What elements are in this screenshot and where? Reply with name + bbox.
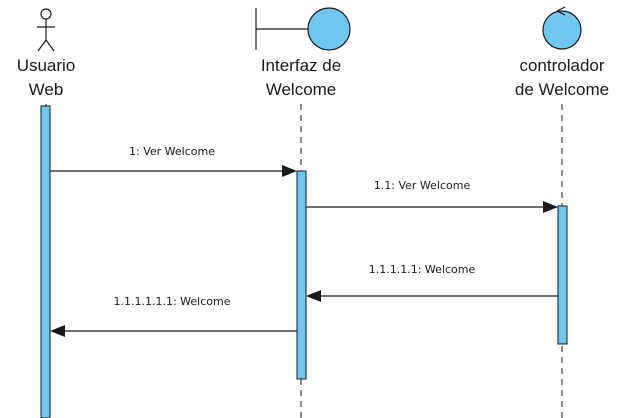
- boundary-icon: [255, 7, 351, 51]
- activation-bar: [40, 105, 51, 418]
- message-4: 1.1.1.1.1.1: Welcome: [50, 295, 297, 337]
- control-icon: [542, 6, 582, 50]
- actor-stick-figure-icon: [37, 8, 55, 52]
- activation-bar: [557, 205, 568, 345]
- participant-label-line2: Web: [29, 80, 64, 99]
- participant-controlador-de-welcome: controlador de Welcome: [515, 6, 609, 418]
- arrowhead-icon: [50, 325, 65, 337]
- message-2: 1.1: Ver Welcome: [306, 179, 558, 213]
- activation-bar: [296, 170, 307, 380]
- participant-label-line2: Welcome: [266, 80, 337, 99]
- arrowhead-icon: [282, 165, 297, 177]
- message-1: 1: Ver Welcome: [50, 145, 297, 177]
- participant-label-line2: de Welcome: [515, 80, 609, 99]
- message-label: 1.1: Ver Welcome: [374, 179, 471, 192]
- participant-label-line1: controlador: [519, 56, 604, 75]
- arrowhead-icon: [306, 290, 321, 302]
- participant-label-line1: Usuario: [17, 56, 76, 75]
- participant-usuario-web: Usuario Web: [17, 8, 76, 418]
- message-label: 1: Ver Welcome: [129, 145, 215, 158]
- participant-label-line1: Interfaz de: [261, 56, 341, 75]
- message-label: 1.1.1.1.1.1: Welcome: [114, 295, 231, 308]
- message-label: 1.1.1.1.1: Welcome: [369, 263, 476, 276]
- participant-interfaz-de-welcome: Interfaz de Welcome: [255, 7, 351, 418]
- arrowhead-icon: [543, 201, 558, 213]
- message-3: 1.1.1.1.1: Welcome: [306, 263, 558, 302]
